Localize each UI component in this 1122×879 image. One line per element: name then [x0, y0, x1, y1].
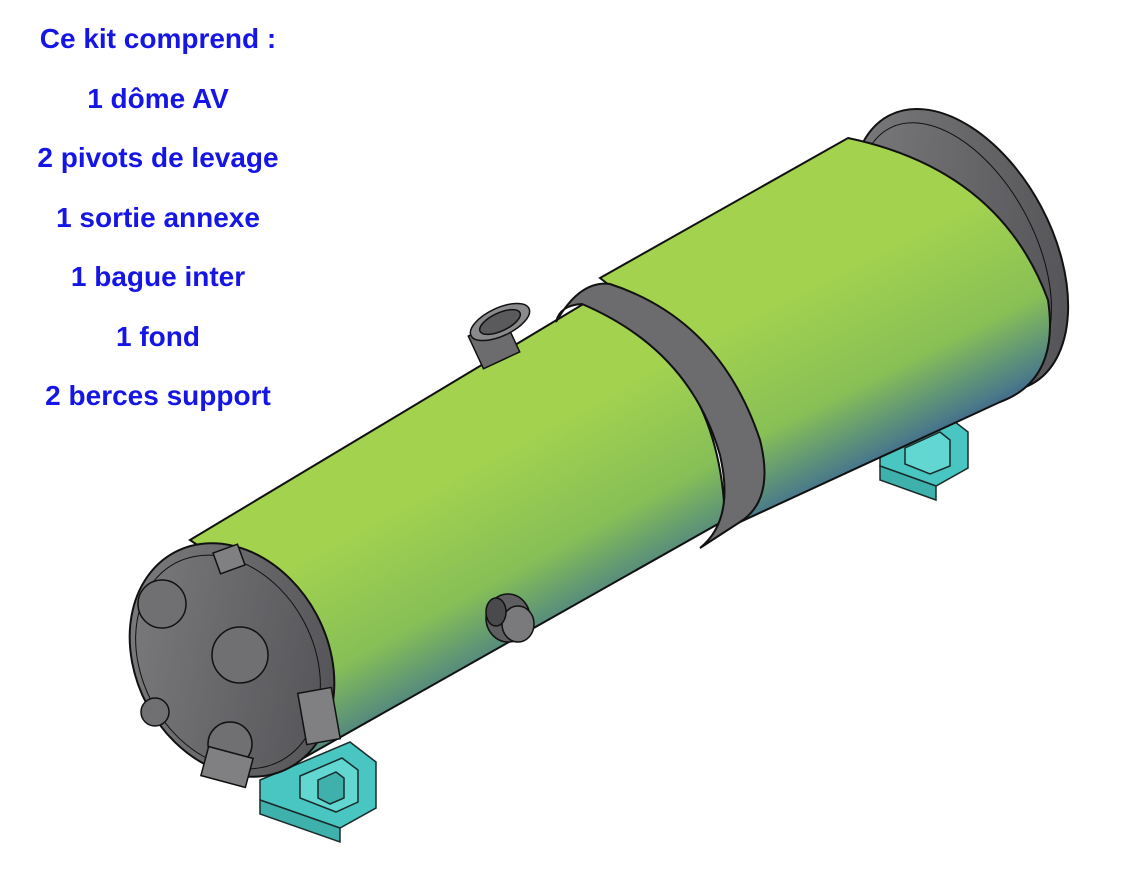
kit-item-lifting-pivots: 2 pivots de levage — [37, 142, 279, 173]
kit-item-front-dome: 1 dôme AV — [87, 82, 229, 114]
kit-contents-list: Ce kit comprend : 1 dôme AV 2 pivots de … — [0, 14, 316, 431]
support-cradle-front — [259, 741, 377, 844]
kit-item-bottom: 1 fond — [116, 320, 200, 352]
side-outlet — [485, 593, 535, 643]
intermediate-ring — [555, 282, 766, 549]
kit-item-intermediate-ring: 1 bague inter — [70, 261, 246, 292]
lifting-pivot-left — [199, 543, 342, 789]
kit-item-support-cradles: 2 berces support — [45, 380, 271, 411]
lifting-pivot-top — [467, 302, 531, 370]
kit-item-side-outlet: 1 sortie annexe — [56, 201, 260, 233]
support-cradle-rear — [879, 417, 969, 502]
kit-heading: Ce kit comprend : — [39, 23, 277, 54]
